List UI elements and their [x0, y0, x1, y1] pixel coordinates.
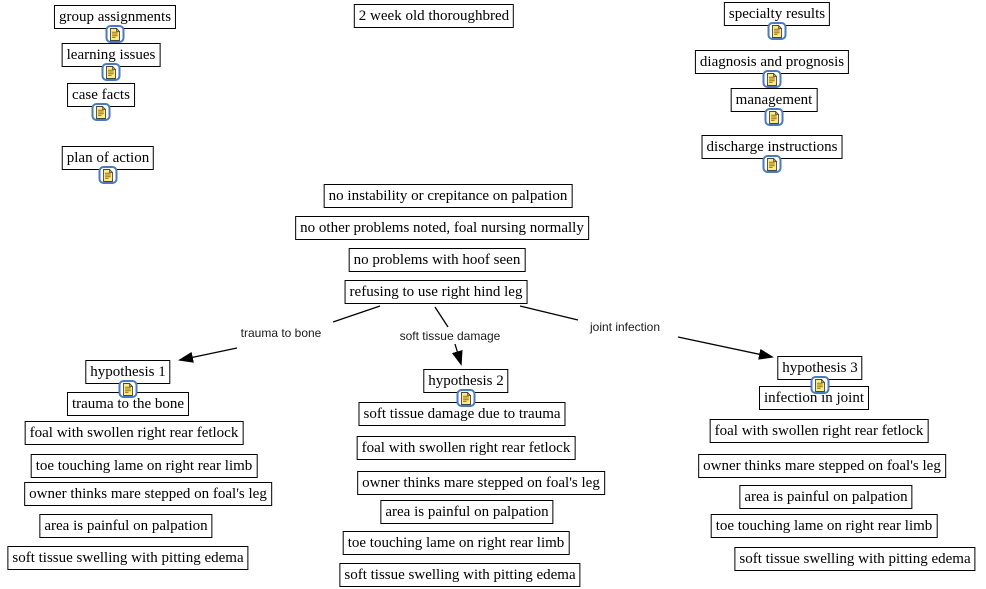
resource-link-icon[interactable]	[98, 166, 118, 184]
concept-node-discharge-instructions[interactable]: discharge instructions	[701, 135, 843, 159]
connector-finding-4-to-soft-tissue-damage	[434, 306, 449, 328]
concept-node-hyp3-evidence-5[interactable]: soft tissue swelling with pitting edema	[734, 547, 976, 571]
document-glyph	[815, 378, 826, 392]
resource-link-icon[interactable]	[810, 376, 830, 394]
document-glyph	[106, 65, 117, 79]
concept-node-hyp3-evidence-1[interactable]: foal with swollen right rear fetlock	[709, 419, 929, 443]
resource-link-icon[interactable]	[456, 389, 476, 407]
concept-node-hyp3-evidence-4[interactable]: toe touching lame on right rear limb	[710, 514, 938, 538]
resource-link-icon[interactable]	[91, 103, 111, 121]
concept-node-hyp2-evidence-1[interactable]: foal with swollen right rear fetlock	[356, 436, 576, 460]
resource-link-icon[interactable]	[762, 155, 782, 173]
resource-link-icon[interactable]	[767, 22, 787, 40]
concept-node-hyp1-evidence-4[interactable]: area is painful on palpation	[39, 514, 213, 538]
link-label-joint-infection: joint infection	[589, 320, 661, 334]
link-label-soft-tissue-damage: soft tissue damage	[399, 329, 501, 343]
concept-node-specialty-results[interactable]: specialty results	[723, 2, 831, 26]
connector-soft-tissue-damage-to-hypothesis-2	[451, 343, 463, 366]
concept-node-hypothesis-2[interactable]: hypothesis 2	[423, 369, 509, 393]
concept-node-hyp3-statement[interactable]: infection in joint	[759, 386, 869, 410]
document-glyph	[767, 72, 778, 86]
resource-link-icon[interactable]	[105, 25, 125, 43]
document-glyph	[767, 157, 778, 171]
concept-node-finding-2[interactable]: no other problems noted, foal nursing no…	[295, 216, 589, 240]
concept-node-hyp2-evidence-4[interactable]: toe touching lame on right rear limb	[342, 531, 570, 555]
document-glyph	[96, 105, 107, 119]
connector-trauma-to-bone-to-hypothesis-1	[178, 347, 238, 363]
concept-node-hypothesis-1[interactable]: hypothesis 1	[85, 360, 171, 384]
connector-finding-4-to-joint-infection	[519, 305, 579, 321]
concept-node-hyp1-evidence-1[interactable]: foal with swollen right rear fetlock	[24, 421, 244, 445]
resource-link-icon[interactable]	[762, 70, 782, 88]
concept-node-hyp1-evidence-5[interactable]: soft tissue swelling with pitting edema	[7, 546, 249, 570]
connector-joint-infection-to-hypothesis-3	[677, 336, 774, 360]
concept-node-hyp3-evidence-2[interactable]: owner thinks mare stepped on foal's leg	[698, 454, 946, 478]
concept-node-hyp2-evidence-3[interactable]: area is painful on palpation	[380, 500, 554, 524]
concept-node-finding-1[interactable]: no instability or crepitance on palpatio…	[323, 184, 573, 208]
concept-node-hypothesis-3[interactable]: hypothesis 3	[777, 356, 863, 380]
link-label-trauma-to-bone: trauma to bone	[240, 326, 322, 340]
concept-node-root-concept[interactable]: 2 week old thoroughbred	[353, 4, 515, 28]
concept-node-hyp3-evidence-3[interactable]: area is painful on palpation	[739, 485, 913, 509]
concept-node-hyp1-evidence-3[interactable]: owner thinks mare stepped on foal's leg	[24, 482, 272, 506]
concept-node-hyp2-evidence-2[interactable]: owner thinks mare stepped on foal's leg	[357, 471, 605, 495]
concept-node-finding-3[interactable]: no problems with hoof seen	[348, 248, 526, 272]
document-glyph	[461, 391, 472, 405]
document-glyph	[103, 168, 114, 182]
document-glyph	[772, 24, 783, 38]
document-glyph	[123, 382, 134, 396]
document-glyph	[110, 27, 121, 41]
concept-node-plan-of-action[interactable]: plan of action	[61, 146, 155, 170]
resource-link-icon[interactable]	[764, 108, 784, 126]
concept-node-finding-4[interactable]: refusing to use right hind leg	[344, 280, 528, 304]
connector-finding-4-to-trauma-to-bone	[332, 305, 381, 323]
resource-link-icon[interactable]	[101, 63, 121, 81]
concept-node-hyp1-evidence-2[interactable]: toe touching lame on right rear limb	[30, 454, 258, 478]
document-glyph	[769, 110, 780, 124]
concept-node-hyp2-evidence-5[interactable]: soft tissue swelling with pitting edema	[339, 563, 581, 587]
resource-link-icon[interactable]	[118, 380, 138, 398]
